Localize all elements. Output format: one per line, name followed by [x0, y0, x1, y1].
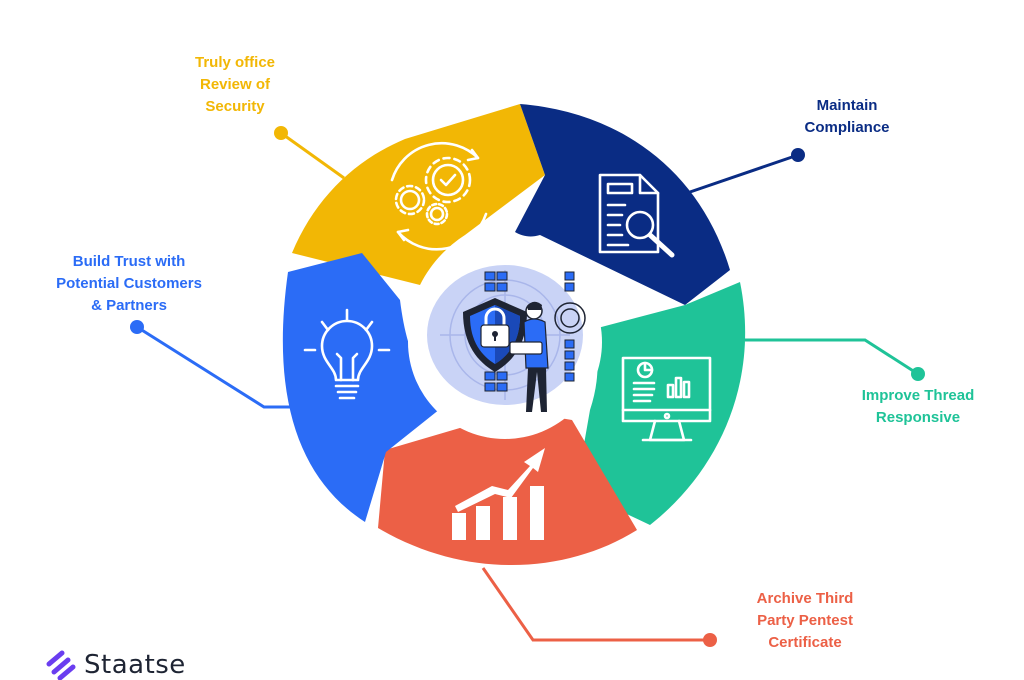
segment-threat [576, 282, 746, 525]
brand-name: Staatse [84, 650, 186, 680]
connector-trust [130, 320, 300, 409]
connector-pentest [481, 567, 717, 647]
gears-cycle-icon [390, 141, 488, 251]
security-shield-lock-icon [427, 265, 586, 412]
label-trust: Build Trust with Potential Customers & P… [56, 253, 202, 314]
staatse-logo-icon [46, 650, 76, 680]
connector-compliance [689, 148, 805, 194]
label-pentest: Archive Third Party Pentest Certificate [756, 590, 854, 651]
lightbulb-icon [303, 308, 391, 400]
brand: Staatse [46, 650, 186, 680]
label-review: Truly office Review of Security [194, 54, 276, 115]
growth-chart-icon [452, 448, 545, 540]
document-search-icon [598, 173, 675, 258]
label-compliance: Maintain Compliance [804, 97, 890, 136]
label-threat: Improve Thread Responsive [861, 387, 975, 426]
segment-trust [282, 253, 445, 522]
connector-threat [745, 338, 925, 381]
connector-review [274, 126, 345, 180]
monitor-analytics-icon [621, 356, 712, 442]
